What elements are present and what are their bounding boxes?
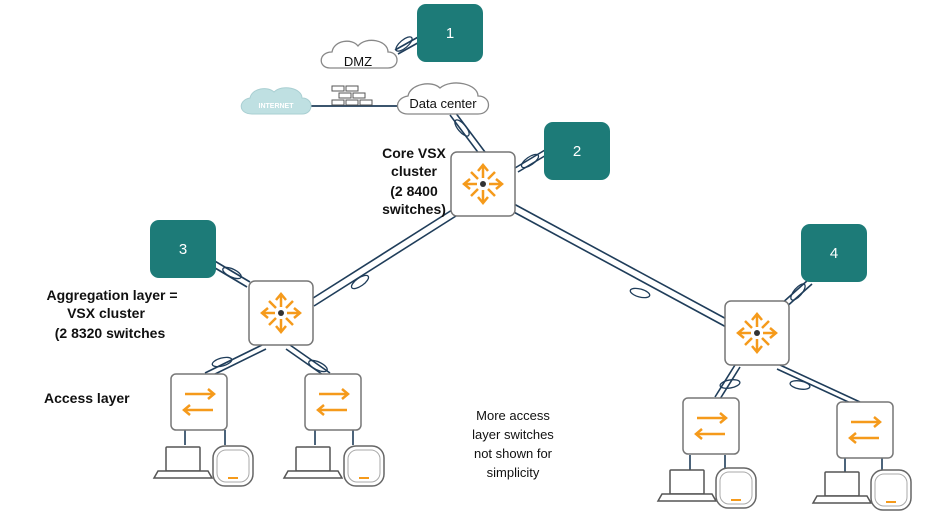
svg-text:cluster: cluster <box>391 163 437 179</box>
svg-text:(2 8320 switches: (2 8320 switches <box>55 325 166 341</box>
access-point-icon <box>715 467 757 509</box>
access-point-icon <box>212 445 254 487</box>
callout-2-number: 2 <box>573 143 581 160</box>
svg-text:switches): switches) <box>382 201 446 217</box>
svg-text:(2 8400: (2 8400 <box>390 183 438 199</box>
internet-cloud: INTERNET <box>240 87 312 115</box>
laptop-icon <box>812 471 872 504</box>
core-label: Core VSX cluster (2 8400 switches) <box>382 145 446 217</box>
firewall-icon <box>331 85 373 106</box>
callout-2: 2 <box>544 122 610 180</box>
more-switches-note: More access layer switches not shown for… <box>472 408 554 480</box>
datacenter-label: Data center <box>409 96 477 111</box>
callout-1-number: 1 <box>446 25 454 42</box>
link-agg-access1 <box>204 344 267 378</box>
svg-text:Aggregation layer =: Aggregation layer = <box>46 287 177 303</box>
dmz-label: DMZ <box>344 54 372 69</box>
link-dist-access4 <box>776 364 861 407</box>
link-core-aggregation <box>309 209 457 307</box>
access-switch-icon <box>170 373 228 431</box>
distribution-switch-icon <box>724 300 790 366</box>
laptop-icon <box>283 446 343 479</box>
callout-1: 1 <box>417 4 483 62</box>
access-switch-icon <box>304 373 362 431</box>
access-point-icon <box>870 469 912 511</box>
svg-text:Core VSX: Core VSX <box>382 145 446 161</box>
link-callout2 <box>514 149 549 173</box>
datacenter-cloud: Data center <box>396 82 490 115</box>
callout-3: 3 <box>150 220 216 278</box>
aggregation-switch-icon <box>248 280 314 346</box>
aggregation-label: Aggregation layer = VSX cluster (2 8320 … <box>46 287 177 341</box>
callout-4: 4 <box>801 224 867 282</box>
laptop-icon <box>153 446 213 479</box>
laptop-icon <box>657 469 717 502</box>
svg-text:VSX cluster: VSX cluster <box>67 305 145 321</box>
access-switch-icon <box>682 397 740 455</box>
core-switch-icon <box>450 151 516 217</box>
callout-4-number: 4 <box>830 245 838 262</box>
link-agg-access2 <box>285 344 331 378</box>
internet-label: INTERNET <box>259 103 295 110</box>
svg-text:simplicity: simplicity <box>487 465 540 480</box>
access-switch-icon <box>836 401 894 459</box>
svg-text:layer switches: layer switches <box>472 427 554 442</box>
svg-text:not shown for: not shown for <box>474 446 553 461</box>
access-point-icon <box>343 445 385 487</box>
callout-3-number: 3 <box>179 241 187 258</box>
dmz-cloud: DMZ <box>320 39 398 69</box>
link-core-distribution-right <box>509 203 733 329</box>
svg-text:More access: More access <box>476 408 550 423</box>
link-datacenter-core <box>449 111 486 156</box>
access-layer-label: Access layer <box>44 390 130 406</box>
link-dist-access3 <box>714 364 741 400</box>
links <box>184 35 883 472</box>
